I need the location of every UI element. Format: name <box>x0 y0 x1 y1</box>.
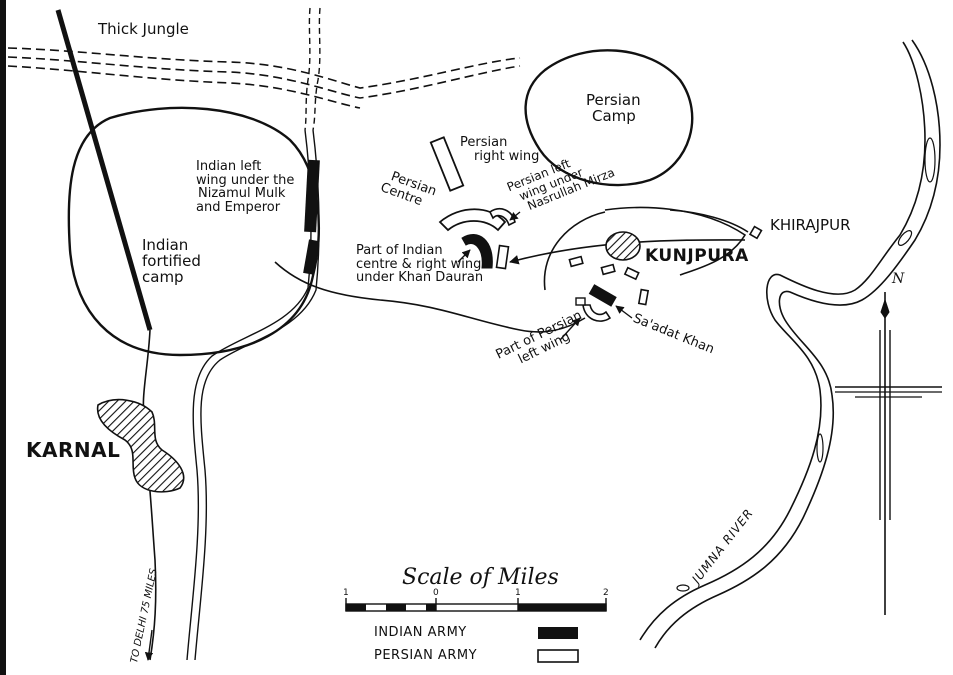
indian-left-wing-unit <box>304 159 320 233</box>
label-line: Camp <box>592 106 636 125</box>
delhi-arrow <box>144 629 154 661</box>
label-indian-centre: Part of Indian centre & right wing under… <box>356 244 483 285</box>
stream-dashed <box>304 7 321 131</box>
persian-camp-boundary <box>524 49 694 187</box>
scale-tick-0: 0 <box>433 588 439 598</box>
scale-title: Scale of Miles <box>402 565 559 590</box>
jungle-edge <box>7 47 521 109</box>
label-line: under Khan Dauran <box>356 270 484 286</box>
label-line: Persian <box>460 135 508 150</box>
persian-left-wing-unit-2 <box>495 244 510 270</box>
legend-persian-label: PERSIAN ARMY <box>374 648 478 663</box>
label-indian-left-wing: Indian left wing under the Nizamul Mulk … <box>196 160 294 215</box>
scale-tick-1-left: 1 <box>343 588 349 598</box>
scale-tick-2: 2 <box>603 588 609 598</box>
persian-left-part-unit <box>582 304 612 322</box>
persian-centre-unit <box>438 208 507 232</box>
label-line: wing under the <box>196 172 295 188</box>
kunjpura-boundary <box>604 206 747 276</box>
persian-advance-arrow <box>509 239 746 265</box>
left-border <box>0 0 6 675</box>
persian-part-arrow <box>559 317 581 341</box>
label-line: and Emperor <box>196 199 281 215</box>
label-kunjpura: KUNJPURA <box>645 246 749 266</box>
legend-indian-swatch <box>538 627 578 639</box>
label-line: Part of Indian <box>356 243 443 258</box>
north-arrow <box>835 292 942 615</box>
persian-right-wing-unit <box>429 136 465 192</box>
scale-tick-1: 1 <box>515 588 521 598</box>
indian-centre-arrow <box>457 249 471 263</box>
label-line: centre & right wing <box>356 256 482 272</box>
kunjpura-boundary-south <box>543 211 606 291</box>
label-line: Indian <box>142 236 189 254</box>
label-indian-camp: Indian fortified camp <box>142 236 201 286</box>
indian-left-wing-unit-2 <box>303 239 319 275</box>
label-line: camp <box>142 267 184 286</box>
label-north: N <box>892 271 905 287</box>
kunjpura-town <box>605 231 641 261</box>
persian-left-wing-unit <box>488 208 516 227</box>
legend-persian-swatch <box>537 649 579 663</box>
scale-bar <box>345 598 607 612</box>
saadat-khan-unit <box>588 284 617 307</box>
persian-left-part-unit-2 <box>575 297 586 306</box>
label-karnal: KARNAL <box>26 438 121 462</box>
jumna-river <box>639 39 941 649</box>
persian-small-units <box>568 225 763 306</box>
label-line: fortified <box>142 251 201 270</box>
khirajpur-road <box>669 209 749 233</box>
persian-leftwing-arrow <box>509 211 521 221</box>
saadat-arrow <box>615 305 633 319</box>
label-khirajpur: KHIRAJPUR <box>770 216 851 234</box>
label-line: Persian <box>586 91 641 109</box>
label-line: right wing <box>474 148 540 164</box>
label-line: Nizamul Mulk <box>198 186 286 202</box>
indian-centre-unit <box>461 234 493 269</box>
battle-line <box>274 261 586 333</box>
label-line: Indian left <box>196 159 262 174</box>
label-persian-camp: Persian Camp <box>586 91 641 125</box>
indian-camp-boundary <box>67 106 320 357</box>
label-thick-jungle: Thick Jungle <box>98 20 189 38</box>
karnal-town <box>96 398 185 493</box>
legend-indian-label: INDIAN ARMY <box>374 625 467 640</box>
road-to-delhi <box>55 9 157 661</box>
river-islands <box>676 137 936 592</box>
label-persian-right-wing: Persian right wing <box>456 136 539 163</box>
